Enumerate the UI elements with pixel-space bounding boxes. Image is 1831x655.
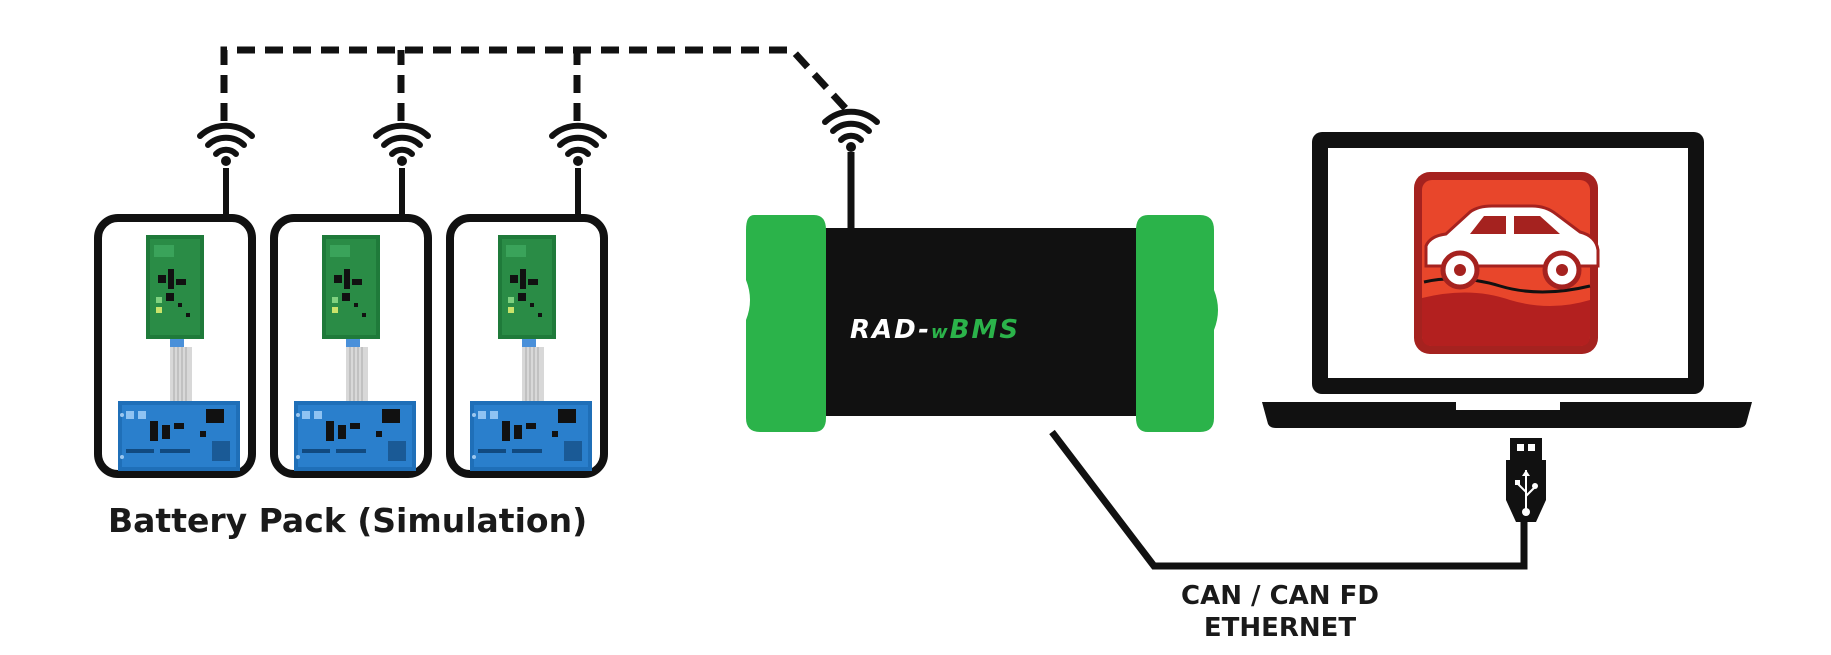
usb-icon (1506, 438, 1546, 522)
interface-label-ethernet: ETHERNET (1204, 613, 1357, 643)
interface-label-can: CAN / CAN FD (1181, 581, 1379, 611)
battery-module (94, 126, 256, 478)
laptop (1262, 132, 1752, 428)
wifi-icon (200, 126, 252, 166)
rad-wbms-device: RAD-wBMS (746, 112, 1218, 432)
wifi-icon (552, 126, 604, 166)
battery-module (270, 126, 432, 478)
device-body (822, 228, 1142, 416)
wifi-icon (376, 126, 428, 166)
can-ethernet-cable (1049, 429, 1528, 570)
wireless-links (220, 46, 850, 121)
brand-part-w: w (931, 322, 950, 343)
brand-part-bms: BMS (950, 315, 1020, 345)
battery-pack-label: Battery Pack (Simulation) (108, 501, 587, 540)
car-icon (1414, 172, 1600, 354)
laptop-base (1262, 402, 1752, 428)
wifi-icon (825, 112, 877, 152)
laptop-hinge-notch (1456, 402, 1560, 410)
brand-part-rad: RAD- (850, 315, 931, 345)
battery-module (446, 126, 608, 478)
device-brand-label: RAD-wBMS (850, 315, 1020, 345)
device-end-cap-left (746, 215, 826, 432)
device-end-cap-right (1136, 215, 1218, 432)
